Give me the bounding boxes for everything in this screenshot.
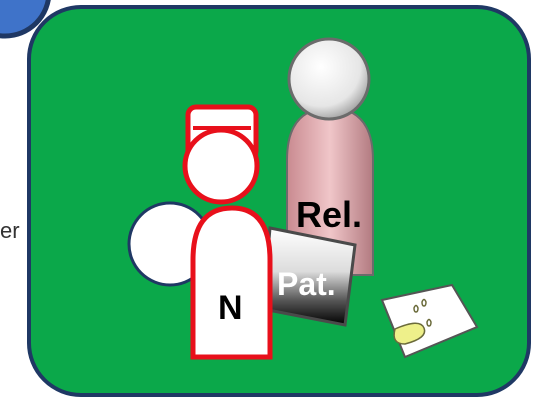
patient-label: Pat. [277, 266, 336, 302]
relative-label: Rel. [296, 194, 362, 235]
left-text-fragment: er [0, 218, 20, 244]
nurse-label: N [218, 289, 243, 327]
